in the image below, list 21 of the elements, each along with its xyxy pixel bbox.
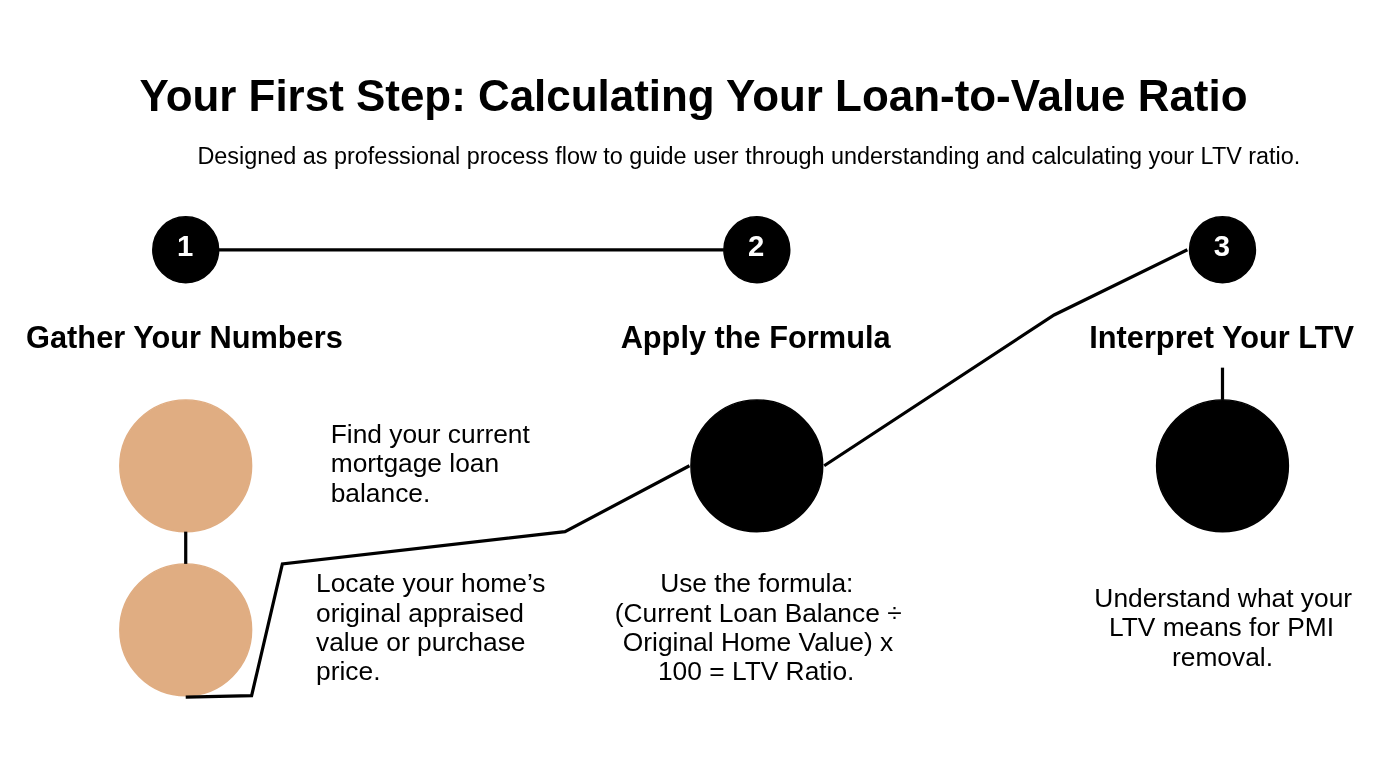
connector xyxy=(184,531,188,564)
connector xyxy=(823,247,1189,467)
node-circle xyxy=(119,398,253,532)
node-circle: 3 xyxy=(1188,215,1257,283)
node-text: Interpret Your LTV xyxy=(1089,319,1355,355)
connector xyxy=(218,247,724,251)
node-label: Understand what your LTV means for PMI removal. xyxy=(1094,582,1353,672)
label: Apply the Formula xyxy=(620,319,891,355)
label: Gather Your Numbers xyxy=(26,319,343,355)
node-circle xyxy=(119,562,253,696)
node-circle xyxy=(1155,398,1290,532)
label: Designed as professional process flow to guide user through understanding and calculating your LTV ratio. xyxy=(197,142,1301,169)
diagram-title: Your First Step: Calculating Your Loan-to-Value Ratio xyxy=(139,70,1248,120)
node-label: Use the formula: (Current Loan Balance ÷ Original Home Value) x 100 = LTV Ratio. xyxy=(614,567,902,686)
node-label: Locate your home’s original appraised value or purchase price. xyxy=(316,567,546,686)
node-circle: 2 xyxy=(723,215,791,283)
connector xyxy=(185,463,691,699)
node-circle: 1 xyxy=(152,215,220,283)
connector xyxy=(1220,367,1225,400)
node-circle xyxy=(690,398,824,532)
node-label: Find your current mortgage loan balance. xyxy=(330,418,530,507)
